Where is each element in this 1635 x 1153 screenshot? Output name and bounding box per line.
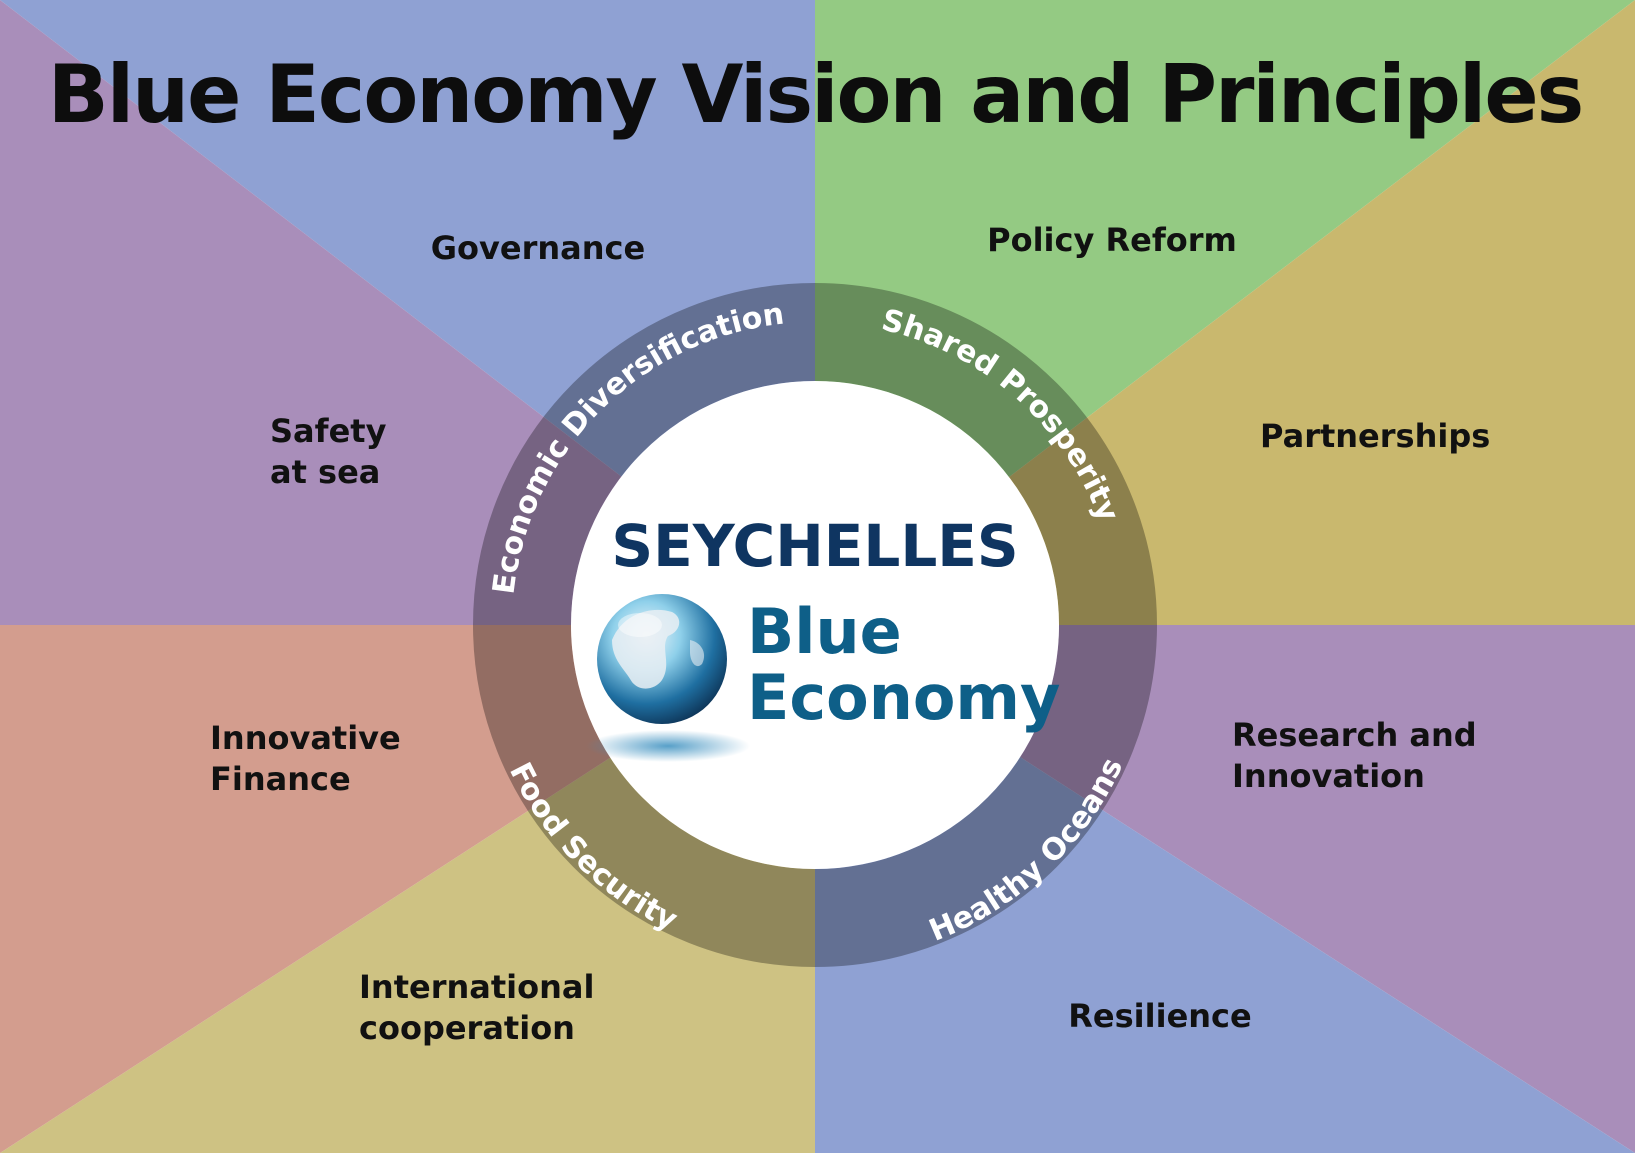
principle-policy-reform: Policy Reform — [987, 221, 1237, 259]
principle-international-cooperation: International cooperation — [359, 968, 606, 1047]
principle-governance: Governance — [431, 229, 645, 267]
brand-country: SEYCHELLES — [611, 512, 1018, 580]
principle-research-and-innovation: Research and Innovation — [1232, 716, 1488, 795]
principle-partnerships: Partnerships — [1260, 417, 1490, 455]
principle-labels: Governance Policy Reform Safety at sea P… — [210, 221, 1490, 1047]
sector-safety — [0, 0, 815, 625]
seychelles-blue-economy-logo: SEYCHELLES Blue Economy — [586, 512, 1060, 762]
principle-innovative-finance: Innovative Finance — [210, 719, 412, 798]
page-title: Blue Economy Vision and Principles — [48, 48, 1582, 141]
brand-line-1: Blue — [747, 595, 902, 668]
pillars-ring — [473, 283, 1157, 967]
principle-resilience: Resilience — [1068, 997, 1251, 1035]
sector-partnerships — [815, 0, 1635, 625]
globe-icon — [597, 594, 727, 724]
globe-shadow — [586, 730, 750, 762]
principle-safety-at-sea: Safety at sea — [270, 412, 398, 491]
brand-line-2: Economy — [747, 661, 1060, 734]
